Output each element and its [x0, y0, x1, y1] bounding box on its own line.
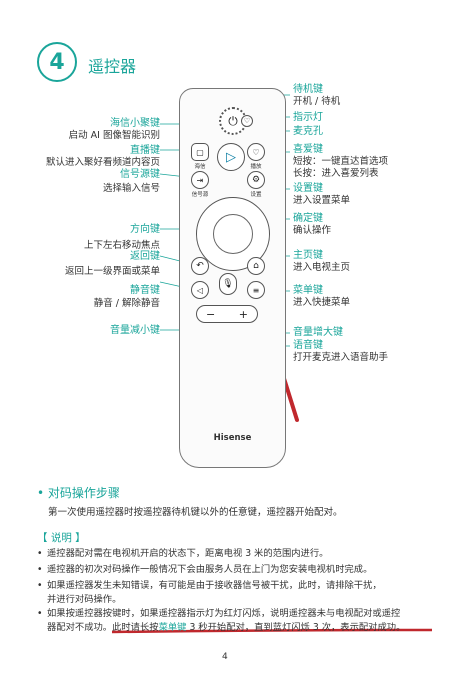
settings-button-label: 设置 — [250, 192, 262, 198]
note-item-1: •遥控器配对需在电视机开启的状态下，距离电视 3 米的范围内进行。 — [37, 548, 329, 559]
callout-menu-title: 菜单键 — [293, 285, 323, 296]
home-icon[interactable]: ⌂ — [247, 257, 265, 275]
direction-pad[interactable] — [196, 197, 270, 271]
callout-favorite-desc2: 长按：进入喜爱列表 — [293, 168, 379, 179]
live-button-label: 海信 — [194, 164, 206, 170]
pairing-section-body: 第一次使用遥控器时按遥控器待机键以外的任意键，遥控器开始配对。 — [48, 507, 343, 518]
callout-vol-up-title: 音量增大键 — [293, 327, 343, 338]
callout-mute-desc: 静音 / 解除静音 — [93, 298, 160, 309]
voice-mic-icon[interactable]: 🎙 — [219, 273, 237, 295]
callout-back-title: 返回键 — [130, 251, 160, 262]
ok-button[interactable] — [213, 214, 253, 254]
menu-key-highlight-text: 菜单键 — [158, 622, 187, 633]
callout-menu-desc: 进入快捷菜单 — [293, 297, 351, 308]
notes-title: 【 说明 】 — [37, 532, 86, 544]
callout-voice-desc: 打开麦克进入语音助手 — [293, 352, 389, 363]
source-button-label: 信号源 — [191, 192, 209, 198]
callout-home-title: 主页键 — [293, 250, 323, 261]
callout-indicator-title: 指示灯 — [293, 112, 323, 123]
favorite-button[interactable]: ♡ — [247, 143, 265, 161]
note-item-3: •如果遥控器发生未知错误，有可能是由于接收器信号被干扰，此时，请排除干扰， — [37, 580, 382, 591]
callout-direction-desc: 上下左右移动焦点 — [83, 240, 160, 251]
callout-voice-title: 语音键 — [293, 340, 323, 351]
callout-source-desc: 选择输入信号 — [102, 183, 160, 194]
note-item-2: •遥控器的初次对码操作一般情况下会由服务人员在上门为您安装电视机时完成。 — [37, 564, 373, 575]
callout-live-title: 直播键 — [130, 145, 160, 156]
callout-ai-desc: 启动 AI 图像智能识别 — [68, 130, 160, 141]
volume-down-icon[interactable]: − — [206, 307, 216, 321]
source-button[interactable]: ⇥ — [191, 171, 209, 189]
callout-ai-title: 海信小聚键 — [110, 118, 160, 129]
callout-ok-title: 确定键 — [293, 213, 323, 224]
settings-gear-icon[interactable]: ⚙ — [247, 171, 265, 189]
note-item-4: •如果按遥控器按键时，如果遥控器指示灯为红灯闪烁，说明遥控器未与电视配对或遥控 — [37, 608, 401, 619]
remote-brand-logo: Hisense — [213, 433, 252, 443]
mute-speaker-icon[interactable]: ◁ — [191, 281, 209, 299]
page-number: 4 — [222, 652, 228, 662]
note-item-3-cont: 并进行对码操作。 — [47, 594, 122, 605]
callout-live-desc: 默认进入聚好看频道内容页 — [45, 157, 160, 168]
chapter-title: 遥控器 — [88, 57, 137, 76]
callout-back-desc: 返回上一级界面或菜单 — [64, 266, 160, 277]
volume-rocker[interactable]: − + — [196, 305, 258, 323]
callout-mute-title: 静音键 — [130, 285, 160, 296]
note-item-4-cont: 器配对不成功。此时请长按菜单键 3 秒开始配对，直到蓝灯闪烁 3 次，表示配对成… — [47, 622, 406, 633]
callout-home-desc: 进入电视主页 — [293, 262, 351, 273]
callout-source-title: 信号源键 — [120, 169, 160, 180]
ai-play-icon[interactable]: ▷ — [217, 143, 245, 171]
callout-settings-title: 设置键 — [293, 183, 323, 194]
callout-power-desc: 开机 / 待机 — [293, 96, 341, 107]
volume-up-icon[interactable]: + — [238, 307, 248, 321]
callout-direction-title: 方向键 — [130, 224, 160, 235]
callout-mic-hole-title: 麦克孔 — [293, 126, 323, 137]
callout-ok-desc: 确认操作 — [293, 225, 332, 236]
pairing-section-title: • 对码操作步骤 — [37, 486, 120, 500]
callout-favorite-title: 喜爱键 — [293, 144, 323, 155]
favorite-button-label: 播放 — [250, 164, 262, 170]
callout-power-title: 待机键 — [293, 84, 323, 95]
favorite-heart-icon[interactable]: ♡ — [241, 115, 253, 127]
red-underline — [111, 628, 433, 634]
callout-favorite-desc1: 短按：一键直达首选项 — [293, 156, 389, 167]
live-button[interactable]: ▢ — [191, 143, 209, 161]
back-icon[interactable]: ↶ — [191, 257, 209, 275]
chapter-number-badge: 4 — [37, 42, 77, 82]
power-icon[interactable]: ⏻ — [228, 113, 238, 128]
callout-settings-desc: 进入设置菜单 — [293, 195, 351, 206]
remote-control: ⏻ ♡ ▢ 海信 ▷ ♡ 播放 ⇥ 信号源 ⚙ 设置 ↶ 🎙 ⌂ ◁ ≡ − +… — [179, 88, 286, 468]
callout-vol-down-title: 音量减小键 — [110, 325, 160, 336]
menu-icon[interactable]: ≡ — [247, 281, 265, 299]
